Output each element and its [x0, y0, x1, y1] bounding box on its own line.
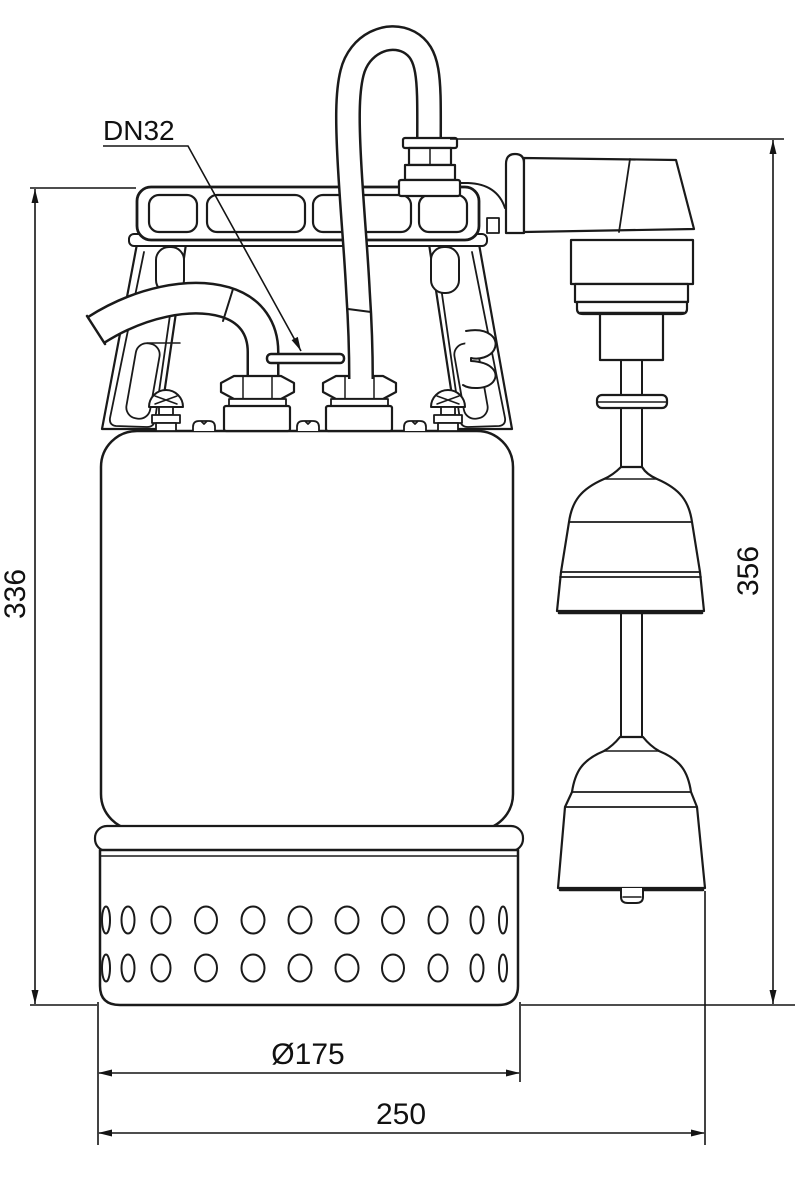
- dimension-overall-width: 250: [98, 1098, 705, 1137]
- switch-block-mid: [573, 282, 690, 304]
- gland-base: [397, 178, 462, 198]
- discharge-hose: [85, 281, 280, 378]
- screw-left: [148, 389, 184, 432]
- power-cable: [334, 25, 443, 380]
- pump: [85, 242, 525, 1007]
- float-rod-lower: [620, 613, 643, 738]
- bracket-tab: [504, 152, 526, 235]
- discharge-port-flange: [265, 352, 346, 365]
- strainer-holes-row-1: [101, 905, 508, 935]
- overall-width-label: 250: [376, 1098, 426, 1131]
- float-rod-mid: [620, 407, 643, 468]
- bracket-arm: [458, 182, 506, 209]
- float-switch-assembly: [458, 152, 707, 904]
- cable-boot-seam: [347, 308, 372, 313]
- cable-fitting: [321, 374, 398, 433]
- overall-height-label: 356: [732, 546, 765, 596]
- bracket-step: [486, 217, 500, 234]
- float-rod-upper: [620, 359, 643, 396]
- float-lower: [556, 735, 707, 904]
- gland-body: [403, 163, 457, 182]
- pump-height-label: 336: [0, 569, 32, 619]
- base-diameter-label: Ø175: [271, 1038, 344, 1071]
- strainer-holes-row-2: [101, 953, 508, 983]
- dimension-base-diameter: Ø175: [98, 1038, 520, 1077]
- port-size-label: DN32: [103, 115, 175, 146]
- dimension-pump-height: 336: [0, 187, 136, 1004]
- screw-right: [430, 389, 466, 432]
- float-switch-housing: [522, 156, 696, 234]
- housing-edge: [618, 158, 631, 233]
- gland-cap: [401, 136, 459, 150]
- extension-lines: [30, 891, 795, 1145]
- dimension-overall-height: 356: [450, 138, 784, 1004]
- cable-hook: [462, 329, 497, 389]
- callout-port-size: DN32: [103, 115, 302, 352]
- switch-block-upper: [569, 238, 695, 286]
- hose-fitting: [219, 374, 296, 433]
- handle-slot-1: [147, 193, 199, 234]
- motor-housing: [99, 429, 515, 832]
- leg-cutout-right-top: [430, 246, 460, 294]
- dimensions: 336 356 Ø175 250: [0, 115, 795, 1145]
- carry-handle: [128, 185, 488, 247]
- rod-guide: [598, 312, 665, 362]
- cable-gland: [397, 136, 462, 198]
- float-bottom-tab: [620, 887, 644, 904]
- hose-cut-end: [85, 314, 107, 346]
- clamp-band: [93, 824, 525, 853]
- handle-slot-4: [417, 193, 469, 234]
- handle-slot-2: [205, 193, 307, 234]
- float-upper: [555, 465, 706, 615]
- mounting-clips: [192, 420, 427, 432]
- hose-seam: [222, 288, 234, 322]
